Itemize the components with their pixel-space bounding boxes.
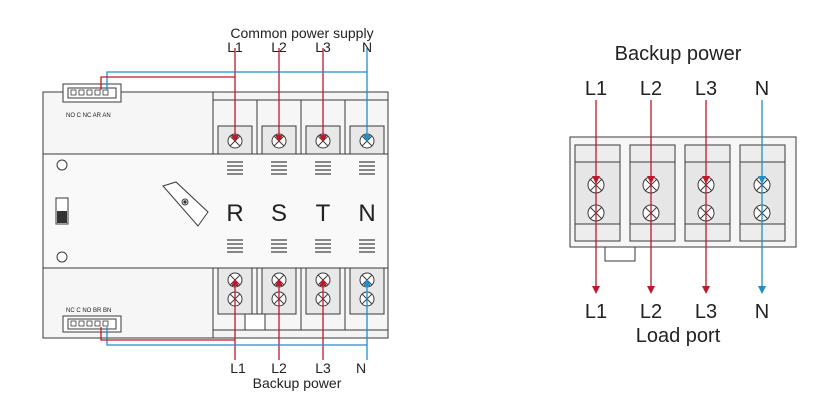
phase-label-s: S <box>271 200 287 227</box>
mode-switch <box>55 197 69 225</box>
rotary-handle-icon <box>162 181 209 227</box>
left-bottom-wires <box>100 280 368 360</box>
left-bottom-title: Backup power <box>253 375 342 391</box>
aux-bottom-label: NC C NO BR BN <box>66 308 111 314</box>
right-arrows <box>592 176 766 294</box>
aux-top-label: NO C NC AR AN <box>66 113 111 119</box>
left-bottom-terminal-l3: L3 <box>315 360 331 376</box>
phase-label-n: N <box>358 200 375 227</box>
phase-label-t: T <box>316 200 331 227</box>
right-top-terminal-l3: L3 <box>695 78 717 100</box>
left-top-wires <box>100 48 368 141</box>
left-bottom-arrows <box>231 279 371 286</box>
right-bottom-terminal-l2: L2 <box>640 301 662 323</box>
indicator-circle-bottom <box>56 251 68 263</box>
right-top-terminal-l2: L2 <box>640 78 662 100</box>
right-top-terminal-l1: L1 <box>585 78 607 100</box>
left-switch-body <box>42 83 389 339</box>
right-bottom-title: Load port <box>636 325 721 347</box>
right-wires <box>595 100 763 292</box>
right-top-terminal-n: N <box>755 78 769 100</box>
indicator-circle-top <box>56 159 68 171</box>
left-top-terminal-l1: L1 <box>227 39 243 55</box>
aux-bottom-pins <box>70 320 109 327</box>
left-top-title: Common power supply <box>230 25 373 41</box>
left-top-terminal-l2: L2 <box>271 39 287 55</box>
left-bottom-terminal-l1: L1 <box>230 360 246 376</box>
vent-stripes <box>227 161 375 253</box>
right-bottom-terminal-l3: L3 <box>695 301 717 323</box>
right-top-title: Backup power <box>615 43 742 65</box>
left-top-arrows <box>231 135 371 142</box>
left-top-terminal-l3: L3 <box>315 39 331 55</box>
left-top-terminal-n: N <box>362 39 372 55</box>
phase-label-r: R <box>226 200 243 227</box>
left-bottom-terminal-l2: L2 <box>271 360 287 376</box>
right-bottom-terminal-n: N <box>755 301 769 323</box>
aux-top-pins <box>70 89 109 96</box>
right-bottom-terminal-l1: L1 <box>585 301 607 323</box>
left-bottom-terminal-n: N <box>356 360 366 376</box>
